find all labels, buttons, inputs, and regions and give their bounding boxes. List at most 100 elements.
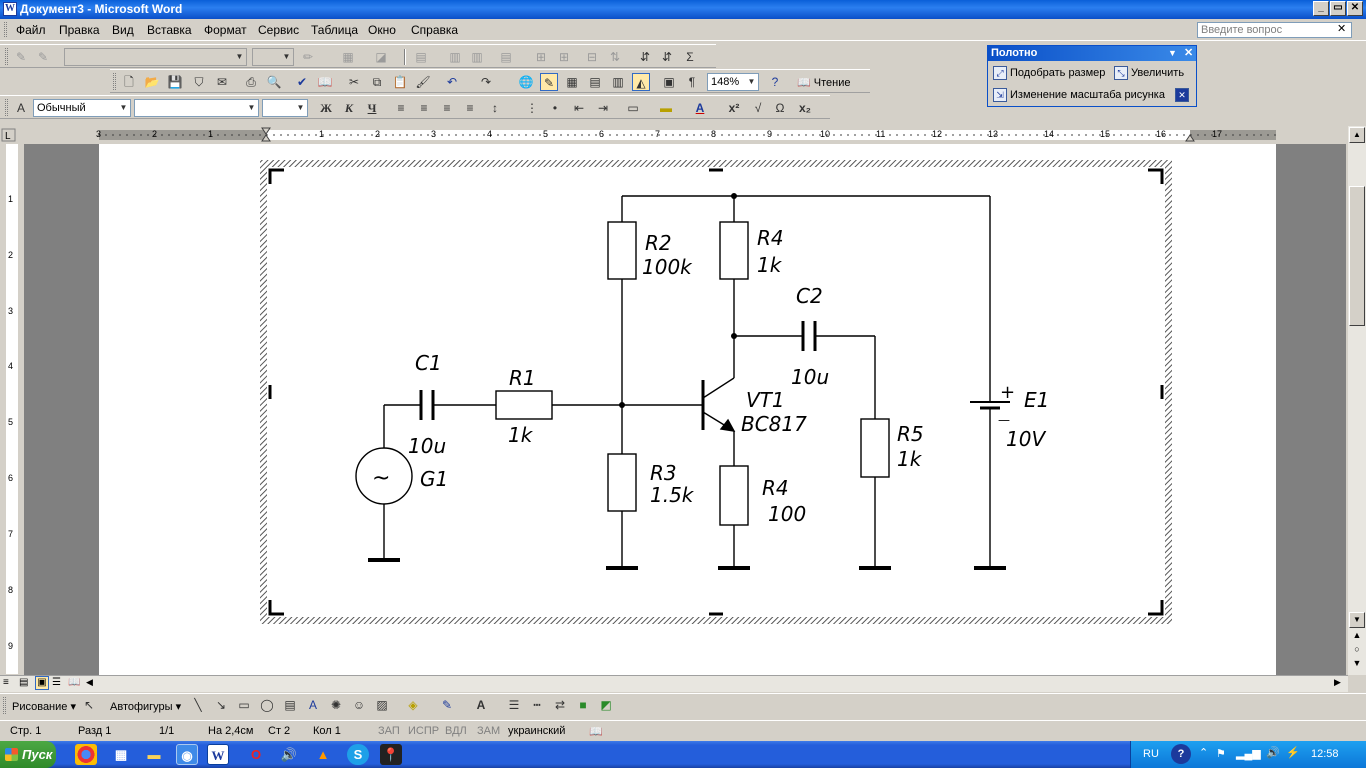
highlight-icon[interactable]: ▬ [660,101,672,115]
menu-help[interactable]: Справка [411,23,459,37]
bullets-icon[interactable]: • [552,101,558,115]
select-objects-icon[interactable]: ↖ [83,698,95,712]
scroll-thumb[interactable] [1349,186,1365,326]
line-icon[interactable]: ╲ [194,698,202,712]
insert-table-icon[interactable]: ▤ [415,50,427,64]
align-center-icon[interactable]: ≡ [420,101,428,115]
tables-borders-icon[interactable]: ✎ [540,73,558,91]
cut-icon[interactable]: ✂ [348,75,360,89]
edit-icon[interactable]: ✎ [37,50,49,64]
opera-icon[interactable]: O [250,747,262,762]
bold-icon[interactable]: Ж [320,101,332,115]
symbol-icon[interactable]: Ω [775,101,785,115]
maximize-button[interactable]: ▭ [1330,1,1346,16]
font-size-combo[interactable]: ▼ [262,99,308,117]
word-taskbar-icon[interactable]: W [207,744,229,765]
flag-icon[interactable]: ⚑ [1216,748,1226,760]
reading-mode-button[interactable]: 📖 Чтение [797,76,850,89]
decrease-indent-icon[interactable]: ⇤ [573,101,585,115]
numbering-icon[interactable]: ⋮ [526,101,538,115]
pen-icon[interactable]: ✏ [302,50,314,64]
help-icon[interactable]: ? [1171,744,1191,764]
line-color-icon[interactable]: ✎ [441,698,453,712]
research-icon[interactable]: 📖 [317,75,333,89]
subscript-icon[interactable]: x₂ [798,101,811,115]
picture-icon[interactable]: ▨ [376,698,388,712]
underline-icon[interactable]: Ч [367,101,377,115]
status-overwrite[interactable]: ЗАМ [477,725,501,737]
insert-table-icon[interactable]: ▦ [566,75,578,89]
menu-grip[interactable] [4,22,7,37]
volume-icon[interactable]: 🔊 [1266,747,1280,759]
align-left-icon[interactable]: ≡ [397,101,405,115]
reading-view-icon[interactable]: 📖 [68,677,81,688]
horizontal-ruler[interactable]: L 3 2 1 1 2 3 4 5 6 7 8 9 10 11 12 13 14… [0,126,1366,144]
select-browse-object-icon[interactable]: ○ [1354,644,1360,654]
increase-indent-icon[interactable]: ⇥ [597,101,609,115]
close-icon[interactable]: ✕ [1184,47,1194,59]
text-wrapping-button[interactable]: ✕ [1175,87,1192,103]
document-map-icon[interactable]: ▣ [663,75,675,89]
expand-drawing-button[interactable]: ⤡Увеличить [1114,65,1184,81]
minimize-button[interactable]: _ [1313,1,1329,16]
status-extend[interactable]: ВДЛ [445,725,467,737]
chevron-down-icon[interactable]: ▼ [1168,48,1177,58]
spelling-icon[interactable]: ✔ [296,75,308,89]
start-button[interactable]: Пуск [0,741,56,768]
style-combo[interactable]: Обычный▼ [33,99,131,117]
doc-close-icon[interactable]: ✕ [1337,23,1347,35]
open-folder-icon[interactable]: 📂 [144,75,160,89]
normal-view-icon[interactable]: ≡ [3,677,9,688]
email-icon[interactable]: ✉ [216,75,228,89]
clock[interactable]: 12:58 [1311,748,1339,760]
borders-icon[interactable]: ▭ [627,101,639,115]
power-icon[interactable]: ⚡ [1286,747,1300,759]
justify-icon[interactable]: ≡ [466,101,474,115]
drawing-icon[interactable]: ◭ [632,73,650,91]
calculator-icon[interactable]: ▦ [114,747,128,762]
hyperlink-icon[interactable]: 🌐 [518,75,534,89]
autoformat-icon[interactable]: ⊟ [586,50,598,64]
line-style-icon[interactable]: ☰ [508,698,520,712]
autosum-icon[interactable]: Σ [686,50,694,64]
network-signal-icon[interactable]: ▂▄▆ [1236,748,1261,760]
menu-window[interactable]: Окно [368,23,396,37]
merge-cells-icon[interactable]: ▥ [449,50,461,64]
insert-excel-icon[interactable]: ▤ [589,75,601,89]
line-spacing-icon[interactable]: ↕ [492,101,498,115]
menu-file[interactable]: Файл [16,23,46,37]
show-hidden-icons-icon[interactable]: ⌃ [1199,747,1209,759]
format-painter-icon[interactable]: 🖌 [415,75,431,89]
toolbar-grip[interactable] [3,697,6,714]
previous-page-icon[interactable]: ▲ [1352,630,1362,640]
help-icon[interactable]: ? [771,75,779,89]
paste-icon[interactable]: 📋 [392,75,408,89]
print-icon[interactable]: ⎙ [246,75,256,89]
arrow-style-icon[interactable]: ⇄ [554,698,566,712]
scroll-down-icon[interactable]: ▼ [1349,612,1365,628]
styles-pane-icon[interactable]: A [16,101,25,115]
menu-edit[interactable]: Правка [59,23,100,37]
vertical-scrollbar[interactable]: ▲ ▼ ▲ ○ ▼ [1348,126,1366,675]
fill-color-icon[interactable]: ◪ [375,50,387,64]
style-combo-disabled[interactable]: ▼ [64,48,247,66]
redo-icon[interactable]: ↷ [480,75,492,89]
italic-icon[interactable]: К [344,101,354,115]
toolbar-grip[interactable] [113,73,116,90]
superscript-icon[interactable]: x² [728,101,740,115]
web-view-icon[interactable]: ▤ [19,677,29,688]
edit-icon[interactable]: ✎ [15,50,27,64]
border-icon[interactable]: ▦ [342,50,354,64]
scroll-left-icon[interactable]: ◀ [86,677,93,687]
shadow-icon[interactable]: ■ [579,698,587,712]
app-icon[interactable]: ◉ [176,744,198,765]
sort-ascending-icon[interactable]: ⇵ [639,50,651,64]
status-language[interactable]: украинский [508,725,566,737]
draw-menu-button[interactable]: Рисование ▾ [12,701,76,713]
spelling-status-icon[interactable]: 📖 [589,726,603,738]
autoshapes-button[interactable]: Автофигуры ▾ [110,701,182,713]
folder-icon[interactable]: ▬ [147,747,161,762]
font-combo[interactable]: ▼ [134,99,259,117]
save-icon[interactable]: 💾 [167,75,183,89]
status-track-changes[interactable]: ИСПР [408,725,440,737]
